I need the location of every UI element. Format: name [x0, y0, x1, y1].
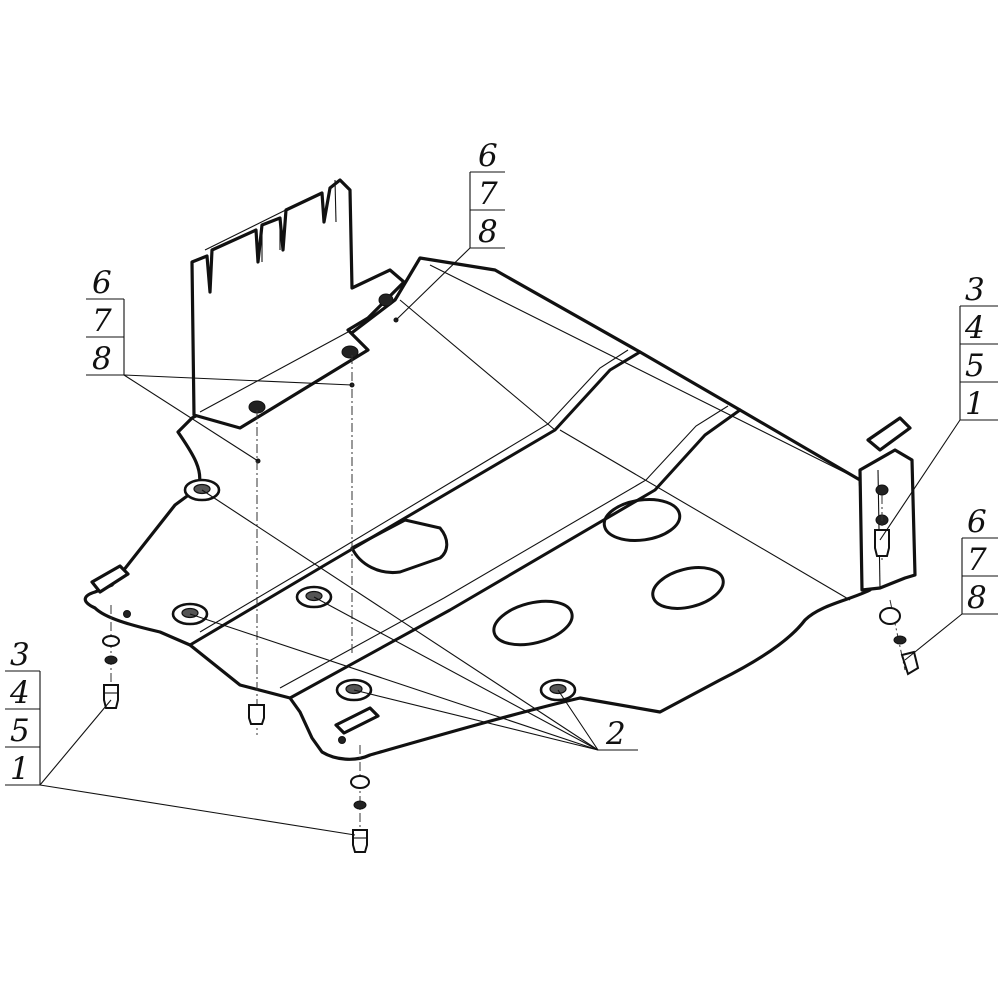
- upright-rib-1: [204, 191, 323, 251]
- fold-line-rear: [288, 408, 742, 700]
- callout-righttop-3: 3: [965, 272, 985, 308]
- left-tab: [90, 564, 130, 594]
- right-bracket-tab: [866, 416, 912, 452]
- callout-stack-top: 6 7 8: [469, 138, 505, 250]
- callout-2: 2: [605, 716, 626, 752]
- washer-bottom: [350, 775, 370, 789]
- upright-panel-outline: [190, 178, 406, 430]
- callout-top-8: 8: [478, 214, 498, 250]
- callout-leftbot-1: 1: [10, 751, 30, 787]
- upright-fold: [199, 331, 349, 413]
- oval-opening-2: [651, 566, 725, 610]
- lockwasher-bottom: [353, 800, 367, 810]
- lockwasher-left: [104, 655, 118, 665]
- right-bracket: [858, 416, 917, 592]
- upright-panel: [190, 178, 406, 430]
- callout-leftbot-4: 4: [9, 675, 30, 711]
- callout-stack-left-mid: 6 7 8: [86, 265, 125, 377]
- callout-righttop-4: 4: [964, 310, 985, 346]
- callout-top-7: 7: [478, 176, 498, 212]
- boss-4-hole: [345, 683, 363, 695]
- callout-leftbot-3: 3: [10, 637, 30, 673]
- leader-2-e: [557, 689, 599, 751]
- leader-2-a: [201, 489, 599, 751]
- callout-leftmid-8: 8: [92, 341, 112, 377]
- callout-righttop-5: 5: [965, 348, 985, 384]
- fold-line-top: [429, 264, 861, 481]
- callout-rightbot-6: 6: [967, 504, 987, 540]
- callout-righttop-1: 1: [965, 386, 985, 422]
- front-tab: [334, 706, 380, 735]
- upright-hole-2: [341, 345, 359, 359]
- bolt-right-bracket: [874, 529, 890, 557]
- leader-righttop: [879, 419, 961, 541]
- leader-rightbot: [904, 613, 963, 661]
- leader-leftbot-b: [39, 784, 356, 836]
- callout-stack-left-bottom: 3 4 5 1: [5, 637, 41, 787]
- callout-leftmid-6: 6: [92, 265, 112, 301]
- boss-1-hole: [193, 483, 211, 495]
- callout-top-6: 6: [478, 138, 498, 174]
- nut-right: [879, 607, 901, 625]
- boss-5-hole: [549, 683, 567, 695]
- service-hatch: [350, 518, 449, 575]
- washer-right: [893, 635, 907, 645]
- bolt-left: [103, 684, 119, 709]
- washer-left: [102, 635, 120, 647]
- fold-line-mid2: [559, 429, 851, 601]
- leader-lines: [5, 247, 998, 836]
- callout-rightbot-7: 7: [967, 542, 987, 578]
- boss-3-hole: [305, 590, 323, 602]
- fasteners: [102, 529, 920, 853]
- bolt-mid: [248, 704, 265, 725]
- callout-leftmid-7: 7: [92, 303, 112, 339]
- leader-2-c: [313, 596, 599, 751]
- leader-leftbot-a: [39, 699, 112, 786]
- leader-2-b: [189, 613, 599, 751]
- upright-rib-4: [334, 179, 337, 223]
- oval-opening-3: [492, 599, 574, 647]
- oval-opening-1: [602, 498, 682, 542]
- leader-leftmid-b: [123, 374, 353, 386]
- hole-front: [338, 736, 346, 744]
- fold-line-mid: [399, 299, 556, 431]
- bolt-bottom: [352, 829, 368, 853]
- callout-rightbot-8: 8: [967, 580, 987, 616]
- leader-2-d: [353, 689, 599, 751]
- hole-left: [123, 610, 131, 618]
- leader-top: [395, 247, 471, 321]
- leader-leftmid-a: [123, 374, 259, 462]
- bolt-right: [900, 650, 920, 676]
- callout-stack-right-top: 3 4 5 1: [959, 272, 998, 422]
- right-bracket-hole-1: [875, 484, 889, 496]
- upright-hole-3: [378, 293, 394, 307]
- callout-stack-right-bottom: 6 7 8: [961, 504, 998, 616]
- callout-leftbot-5: 5: [10, 713, 30, 749]
